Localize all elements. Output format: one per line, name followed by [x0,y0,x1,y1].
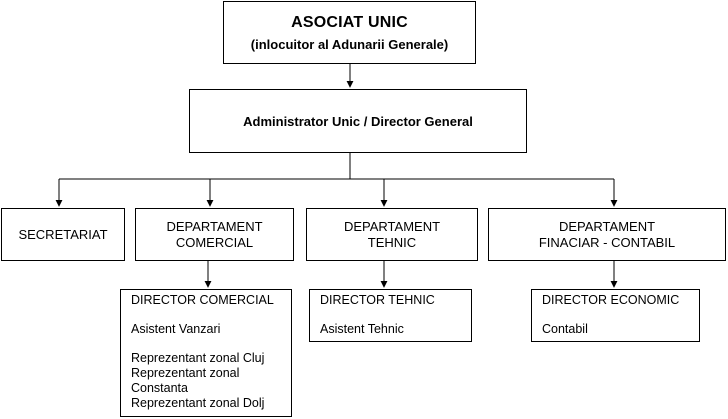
departament-financiar-line1: DEPARTAMENT [558,218,656,234]
reprezentant-dolj-item: Reprezentant zonal Dolj [131,396,265,410]
administrator-box: Administrator Unic / Director General [189,89,527,153]
departament-comercial-box: DEPARTAMENT COMERCIAL [135,208,294,261]
director-economic-title: DIRECTOR ECONOMIC [542,293,680,307]
administrator-title: Administrator Unic / Director General [243,113,473,129]
director-comercial-title: DIRECTOR COMERCIAL [131,293,274,307]
reprezentant-constanta-line2: Constanta [131,381,188,395]
asistent-vanzari-item: Asistent Vanzari [131,322,221,336]
director-economic-box: DIRECTOR ECONOMIC Contabil [531,289,700,342]
asociat-unic-box: ASOCIAT UNIC (inlocuitor al Adunarii Gen… [223,1,476,64]
secretariat-box: SECRETARIAT [1,208,125,261]
director-comercial-box: DIRECTOR COMERCIAL Asistent Vanzari Repr… [120,289,292,417]
asociat-unic-title: ASOCIAT UNIC [291,13,408,31]
departament-tehnic-line1: DEPARTAMENT [343,218,441,234]
asociat-unic-subtitle: (inlocuitor al Adunarii Generale) [250,36,449,52]
director-tehnic-box: DIRECTOR TEHNIC Asistent Tehnic [309,289,472,342]
departament-tehnic-line2: TEHNIC [367,234,417,250]
departament-comercial-line2: COMERCIAL [175,234,254,250]
reprezentant-constanta-line1: Reprezentant zonal [131,366,240,380]
contabil-item: Contabil [542,322,588,336]
departament-financiar-line2: FINACIAR - CONTABIL [538,234,676,250]
secretariat-label: SECRETARIAT [18,226,108,242]
asistent-tehnic-item: Asistent Tehnic [320,322,404,336]
departament-comercial-line1: DEPARTAMENT [166,218,263,234]
director-tehnic-title: DIRECTOR TEHNIC [320,293,435,307]
reprezentant-cluj-item: Reprezentant zonal Cluj [131,351,265,365]
departament-financiar-box: DEPARTAMENT FINACIAR - CONTABIL [488,208,726,261]
departament-tehnic-box: DEPARTAMENT TEHNIC [306,208,478,261]
